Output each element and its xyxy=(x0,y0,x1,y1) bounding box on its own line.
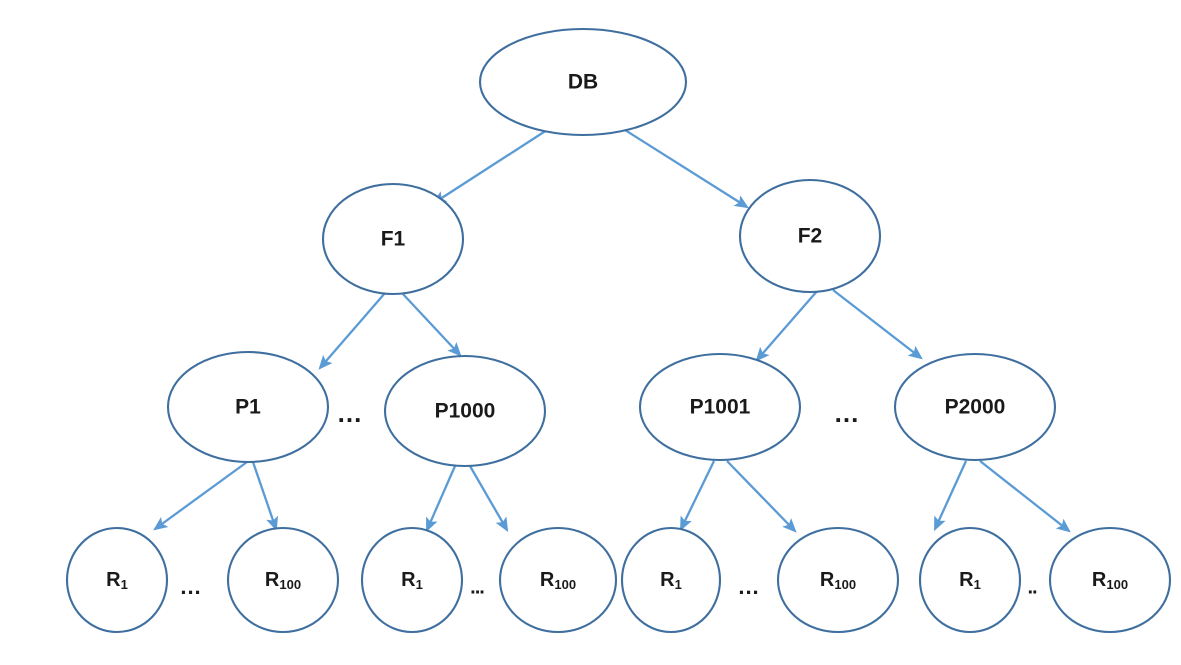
node-label-r1-g3: R1 xyxy=(660,569,682,592)
edge-p1001-to-r100 xyxy=(726,460,797,533)
edge-p1001-to-r1 xyxy=(679,460,716,532)
edge-f2-to-p2000 xyxy=(832,289,923,360)
ellipsis-marker-dots-r-g1: ... xyxy=(180,574,201,599)
node-label-p2000: P2000 xyxy=(945,396,1006,419)
node-shape-p1 xyxy=(166,350,330,464)
record-node-r1-g2[interactable]: R1 xyxy=(360,526,464,634)
edge-p1000-to-r1 xyxy=(425,465,457,533)
page-node-p1001[interactable]: P1001 xyxy=(638,352,802,462)
node-shape-r100-g2 xyxy=(498,526,618,634)
node-shape-r100-g4 xyxy=(1048,526,1172,634)
edges-group xyxy=(153,129,1071,533)
node-shape-r1-g1 xyxy=(65,526,169,634)
record-node-r100-g3[interactable]: R100 xyxy=(776,526,900,634)
node-label-r100-g3: R100 xyxy=(820,569,856,592)
ellipsis-markers-group: ................. xyxy=(180,398,1038,599)
node-shape-r100-g3 xyxy=(776,526,900,634)
node-label-r100-g1: R100 xyxy=(265,569,301,592)
page-node-p2000[interactable]: P2000 xyxy=(893,352,1057,462)
node-label-r1-g2: R1 xyxy=(401,569,423,592)
node-label-r1-g1: R1 xyxy=(106,569,128,592)
node-shape-r100-g1 xyxy=(226,526,340,634)
node-label-f1: F1 xyxy=(381,228,406,251)
page-node-p1000[interactable]: P1000 xyxy=(383,354,547,468)
edge-p2000-to-r1 xyxy=(933,460,968,532)
node-label-p1000: P1000 xyxy=(435,400,496,423)
node-label-p1: P1 xyxy=(235,396,261,419)
node-label-r1-g4: R1 xyxy=(959,569,981,592)
node-shape-f1 xyxy=(321,182,465,296)
node-shape-f2 xyxy=(738,178,882,294)
file-node-f2[interactable]: F2 xyxy=(738,178,882,294)
db-node-db[interactable]: DB xyxy=(478,27,688,137)
edge-p1000-to-r100 xyxy=(469,465,509,532)
node-label-r100-g2: R100 xyxy=(540,569,576,592)
record-node-r1-g1[interactable]: R1 xyxy=(65,526,169,634)
node-shape-p2000 xyxy=(893,352,1057,462)
edge-p1-to-r100 xyxy=(251,461,278,532)
ellipsis-marker-dots-r-g2: ... xyxy=(470,576,484,598)
record-node-r100-g1[interactable]: R100 xyxy=(226,526,340,634)
edge-f2-to-p1001 xyxy=(755,289,819,362)
ellipsis-marker-dots-p-right: ... xyxy=(835,398,860,428)
edge-db-to-f1 xyxy=(432,129,548,205)
node-label-p1001: P1001 xyxy=(690,396,751,419)
node-shape-db xyxy=(478,27,688,137)
node-label-f2: F2 xyxy=(798,225,823,248)
node-shape-p1000 xyxy=(383,354,547,468)
page-node-p1[interactable]: P1 xyxy=(166,350,330,464)
edge-f1-to-p1000 xyxy=(401,292,462,357)
ellipsis-marker-dots-r-g4: .. xyxy=(1027,576,1037,598)
record-node-r1-g4[interactable]: R1 xyxy=(918,526,1022,634)
file-node-f1[interactable]: F1 xyxy=(321,182,465,296)
node-shape-r1-g2 xyxy=(360,526,464,634)
node-shape-r1-g3 xyxy=(620,526,722,634)
node-shape-p1001 xyxy=(638,352,802,462)
edge-f1-to-p1 xyxy=(318,292,386,370)
node-shape-r1-g4 xyxy=(918,526,1022,634)
ellipsis-marker-dots-r-g3: ... xyxy=(738,574,759,599)
record-node-r100-g2[interactable]: R100 xyxy=(498,526,618,634)
node-label-r100-g4: R100 xyxy=(1092,569,1128,592)
record-node-r1-g3[interactable]: R1 xyxy=(620,526,722,634)
edge-p2000-to-r100 xyxy=(979,460,1071,533)
edge-db-to-f2 xyxy=(624,129,749,209)
node-label-db: DB xyxy=(568,71,598,94)
edge-p1-to-r1 xyxy=(153,461,248,531)
record-node-r100-g4[interactable]: R100 xyxy=(1048,526,1172,634)
ellipsis-marker-dots-p-left: ... xyxy=(338,398,363,428)
